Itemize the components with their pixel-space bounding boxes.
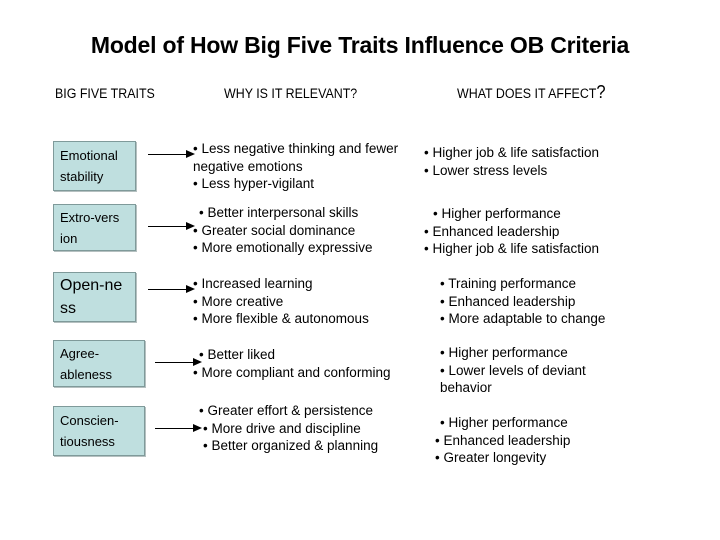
trait-box-agreeableness[interactable]: Agree- ableness	[53, 340, 145, 387]
arrow-icon-extroversion	[148, 222, 195, 232]
trait-label-line1: Extro-vers	[60, 209, 120, 225]
list-item: • Greater effort & persistence	[199, 403, 374, 418]
affect-list-extroversion: • Higher performance • Enhanced leadersh…	[424, 205, 713, 258]
list-item: • More compliant and conforming	[193, 364, 391, 380]
list-item: • Greater longevity	[435, 450, 547, 465]
list-item: • Higher performance	[440, 415, 568, 430]
trait-label-line1: Agree-	[60, 345, 100, 361]
list-item: • Increased learning	[193, 276, 313, 291]
arrow-icon-conscientiousness	[155, 424, 202, 434]
affect-list-emotional-stability: • Higher job & life satisfaction • Lower…	[424, 144, 704, 179]
list-item: • More emotionally expressive	[193, 240, 373, 255]
list-item: • Enhanced leadership	[424, 223, 560, 239]
trait-label-line2: ion	[60, 230, 78, 246]
relevant-list-emotional-stability: • Less negative thinking and fewer negat…	[193, 140, 418, 193]
arrow-icon-emotional-stability	[148, 150, 195, 160]
trait-box-emotional-stability[interactable]: Emotional stability	[53, 141, 136, 191]
affect-list-agreeableness: • Higher performance • Lower levels of d…	[440, 344, 640, 397]
list-item: • More adaptable to change	[440, 311, 606, 326]
arrow-icon-openness	[148, 285, 195, 295]
list-item: • More creative	[193, 293, 284, 309]
list-item: • Lower levels of deviant behavior	[440, 362, 586, 396]
trait-label-line2: ss	[60, 300, 76, 317]
trait-box-extroversion[interactable]: Extro-vers ion	[53, 204, 136, 251]
relevant-list-agreeableness: • Better liked • More compliant and conf…	[193, 346, 439, 381]
relevant-list-extroversion: • Better interpersonal skills • Greater …	[193, 204, 424, 257]
affect-list-conscientiousness: • Higher performance • Enhanced leadersh…	[435, 414, 660, 467]
relevant-list-conscientiousness: • Greater effort & persistence • More dr…	[199, 402, 414, 455]
list-item: • Less negative thinking and fewer negat…	[193, 141, 399, 174]
question-mark-glyph: ?	[596, 82, 606, 102]
trait-label-line1: Emotional	[60, 148, 118, 163]
trait-label-line2: ableness	[60, 366, 113, 382]
list-item: • Higher job & life satisfaction	[424, 241, 600, 256]
trait-label-line1: Open-ne	[60, 277, 123, 294]
affect-list-openness: • Training performance • Enhanced leader…	[440, 275, 720, 328]
trait-label-line2: stability	[60, 169, 104, 184]
page-title: Model of How Big Five Traits Influence O…	[90, 32, 630, 58]
list-item: • Enhanced leadership	[440, 293, 576, 309]
relevant-list-openness: • Increased learning • More creative • M…	[193, 275, 418, 328]
column-header-relevant: WHY IS IT RELEVANT?	[224, 86, 358, 101]
list-item: • Less hyper-vigilant	[193, 176, 315, 191]
arrow-icon-agreeableness	[155, 358, 202, 368]
list-item: • Better organized & planning	[203, 438, 379, 453]
list-item: • Enhanced leadership	[435, 432, 571, 448]
column-header-affect-text: WHAT DOES IT AFFECT	[457, 86, 597, 101]
list-item: • Lower stress levels	[424, 162, 548, 178]
list-item: • Better liked	[199, 347, 276, 362]
trait-box-openness[interactable]: Open-ne ss	[53, 272, 136, 322]
list-item: • Training performance	[440, 276, 577, 291]
column-header-traits: BIG FIVE TRAITS	[55, 86, 155, 101]
list-item: • More flexible & autonomous	[193, 311, 369, 326]
list-item: • Higher performance	[433, 206, 561, 221]
trait-box-conscientiousness[interactable]: Conscien- tiousness	[53, 406, 145, 456]
list-item: • Greater social dominance	[193, 222, 356, 238]
list-item: • Higher job & life satisfaction	[424, 145, 600, 160]
list-item: • Higher performance	[440, 345, 568, 360]
trait-label-line2: tiousness	[60, 434, 115, 449]
list-item: • More drive and discipline	[203, 420, 361, 436]
trait-label-line1: Conscien-	[60, 413, 119, 428]
column-header-affect: WHAT DOES IT AFFECT?	[457, 83, 606, 101]
list-item: • Better interpersonal skills	[199, 205, 359, 220]
